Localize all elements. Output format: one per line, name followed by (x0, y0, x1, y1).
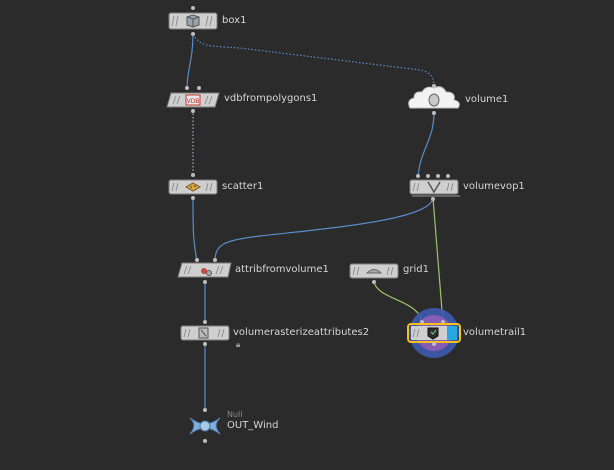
scatter-icon (184, 182, 202, 192)
wire-grid1-volumetrail1 (373, 281, 423, 324)
input-connector[interactable] (185, 86, 189, 90)
wire-scatter1-attribfromvolume1 (192, 197, 198, 262)
node-body (409, 179, 459, 195)
node-label-out-wind[interactable]: OUT_Wind (227, 420, 279, 431)
svg-text:VDB: VDB (187, 98, 200, 105)
output-connector[interactable] (191, 109, 195, 113)
input-connector[interactable] (191, 6, 195, 10)
node-type-label-out-wind: Null (227, 410, 243, 419)
node-label-grid1[interactable]: grid1 (403, 264, 429, 275)
wire-box1-volume1 (192, 33, 435, 88)
input-connector[interactable] (203, 408, 207, 412)
node-label-vdbfrompolygons1[interactable]: vdbfrompolygons1 (224, 93, 318, 104)
output-connector[interactable] (432, 111, 436, 115)
display-flag[interactable] (447, 326, 457, 340)
input-connector[interactable] (426, 174, 430, 178)
output-connector[interactable] (191, 32, 195, 36)
node-label-attribfromvolume1[interactable]: attribfromvolume1 (235, 264, 329, 275)
wire-volumevop1-volumetrail1 (432, 197, 444, 324)
node-volumevop1[interactable] (409, 174, 460, 201)
vop-icon (427, 181, 441, 194)
volumerasterize-icon (198, 327, 209, 339)
wire-box1-vdbfrompolygons1 (186, 33, 194, 89)
attribfromvolume-icon (201, 268, 212, 276)
node-scatter1[interactable] (168, 173, 218, 200)
node-attribfromvolume1[interactable] (177, 258, 232, 284)
node-label-volume1[interactable]: volume1 (465, 94, 509, 105)
input-connector[interactable] (213, 258, 217, 262)
node-label-box1[interactable]: box1 (222, 15, 247, 26)
node-label-volumerasterizeattributes2[interactable]: volumerasterizeattributes2 (233, 327, 370, 338)
output-connector[interactable] (431, 197, 435, 201)
node-label-volumetrail1[interactable]: volumetrail1 (463, 327, 527, 338)
node-grid1[interactable] (349, 263, 399, 284)
output-connector[interactable] (203, 342, 207, 346)
input-connector[interactable] (416, 174, 420, 178)
box-icon (186, 14, 200, 28)
volume-icon (428, 93, 440, 107)
wire-volumevop1-attribfromvolume1 (214, 197, 434, 262)
node-label-volumevop1[interactable]: volumevop1 (463, 181, 525, 192)
input-connector[interactable] (436, 174, 440, 178)
output-connector[interactable] (203, 439, 207, 443)
volumetrail-icon (427, 327, 439, 340)
vdb-icon: VDB (185, 94, 201, 106)
input-connector[interactable] (446, 174, 450, 178)
input-connector[interactable] (203, 320, 207, 324)
wire-layer (186, 33, 444, 410)
lock-icon: 🔒︎ (236, 340, 241, 349)
node-box1[interactable] (168, 6, 218, 36)
output-connector[interactable] (203, 280, 207, 284)
null-icon (189, 417, 221, 435)
node-out-wind[interactable] (189, 408, 221, 443)
input-connector[interactable] (195, 258, 199, 262)
output-connector[interactable] (372, 280, 376, 284)
node-label-scatter1[interactable]: scatter1 (222, 181, 264, 192)
output-connector[interactable] (432, 342, 436, 346)
input-connector[interactable] (191, 173, 195, 177)
node-volume1[interactable] (408, 84, 460, 115)
input-connector[interactable] (197, 86, 201, 90)
node-hatching (171, 15, 454, 338)
output-connector[interactable] (191, 196, 195, 200)
node-volumerasterizeattributes2[interactable] (180, 320, 230, 346)
wire-volume1-volumevop1 (417, 112, 435, 178)
node-volumetrail1[interactable] (407, 308, 461, 358)
grid-icon (365, 269, 383, 274)
